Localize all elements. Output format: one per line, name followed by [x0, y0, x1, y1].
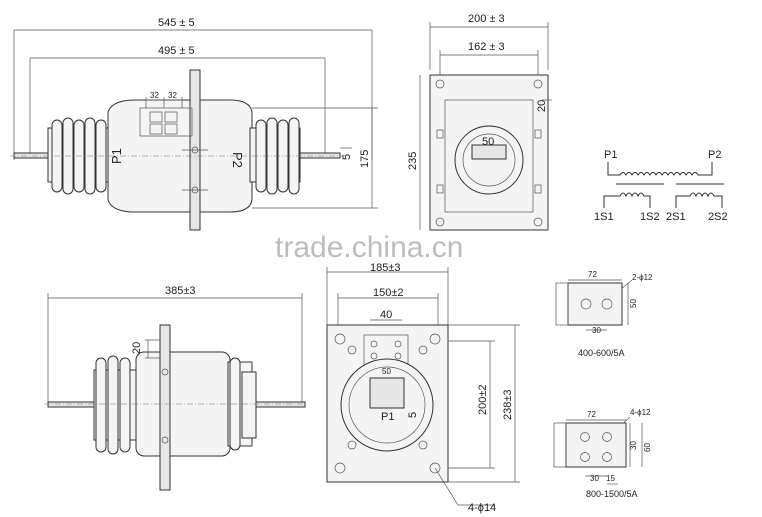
winding-schematic: P1 P2 1S1 1S2 2S1 2S2: [594, 149, 728, 223]
dim-bottom-length: 385±3: [165, 285, 196, 297]
dim-32-b: 32: [168, 91, 177, 100]
plate-b-caption: 800-1500/5A: [586, 489, 638, 499]
schem-2s1: 2S1: [666, 211, 686, 223]
schem-2s2: 2S2: [708, 211, 728, 223]
plate-b-holes: 4-ϕ12: [630, 408, 651, 417]
schem-p1: P1: [604, 149, 617, 161]
schem-1s2: 1S2: [640, 211, 660, 223]
dim-bottom-h1: 200±2: [477, 384, 489, 415]
dim-inner-length: 495 ± 5: [158, 45, 195, 57]
dim-end-20: 20: [536, 100, 548, 112]
plate-b-30b: 30: [590, 474, 599, 483]
dim-bottom-h2: 238±3: [502, 389, 514, 420]
plate-a-30: 30: [592, 326, 601, 335]
terminal-p2: P2: [230, 152, 245, 168]
plate-b-width: 72: [587, 410, 596, 419]
terminal-p1: P1: [109, 148, 124, 164]
plate-a-holes: 2-ϕ12: [632, 273, 653, 282]
end-window-ring: [454, 125, 524, 195]
dim-height-175: 175: [359, 150, 371, 168]
dim-32-a: 32: [150, 91, 159, 100]
plate-b-60: 60: [643, 443, 652, 452]
dim-bottom-holes: 4-ϕ14: [468, 502, 496, 514]
dim-end-width: 200 ± 3: [468, 13, 505, 25]
plate-400-600: 72 2-ϕ12 50 30 400-600/5A: [555, 270, 653, 358]
terminal-box: [139, 107, 193, 137]
plate-a-height: 50: [629, 299, 638, 308]
plate-800-1500: 72 4-ϕ12 30 60 30 15 800-1500/5A: [553, 408, 652, 499]
plate-a-width: 72: [588, 270, 597, 279]
terminal-p1-bottom: P1: [381, 411, 394, 423]
plate-a-caption: 400-600/5A: [578, 348, 625, 358]
bottom-mounting-plate: [159, 324, 171, 491]
end-view-top: 200 ± 3 162 ± 3 50 235 20: [407, 13, 552, 231]
schem-1s1: 1S1: [594, 211, 614, 223]
dim-bottom-20: 20: [131, 342, 143, 354]
dim-bottom-40: 40: [380, 309, 392, 321]
side-view-top: 545 ± 5 495 ± 5: [10, 17, 378, 231]
dim-bottom-window: 50: [382, 367, 391, 376]
bottom-main-body: [135, 351, 231, 457]
dim-overall-length: 545 ± 5: [158, 17, 195, 29]
dim-bottom-5: 5: [407, 412, 419, 418]
schem-p2: P2: [708, 149, 721, 161]
plate-b-30a: 30: [629, 441, 638, 450]
watermark: trade.china.cn: [275, 231, 463, 264]
primary-bar-right: [299, 152, 341, 159]
dim-end-height: 235: [407, 152, 419, 170]
plate-b-15: 15: [606, 474, 615, 483]
dim-bottom-inner: 150±2: [373, 287, 404, 299]
dim-5-top: 5: [341, 154, 353, 160]
dim-end-inner: 162 ± 3: [468, 41, 505, 53]
side-view-bottom: 385±3 20: [44, 285, 306, 491]
end-view-bottom: 185±3 150±2 40 50 P1 5 200±2 238±: [326, 262, 520, 514]
dim-bottom-width: 185±3: [370, 262, 401, 274]
dim-end-window: 50: [482, 136, 494, 148]
